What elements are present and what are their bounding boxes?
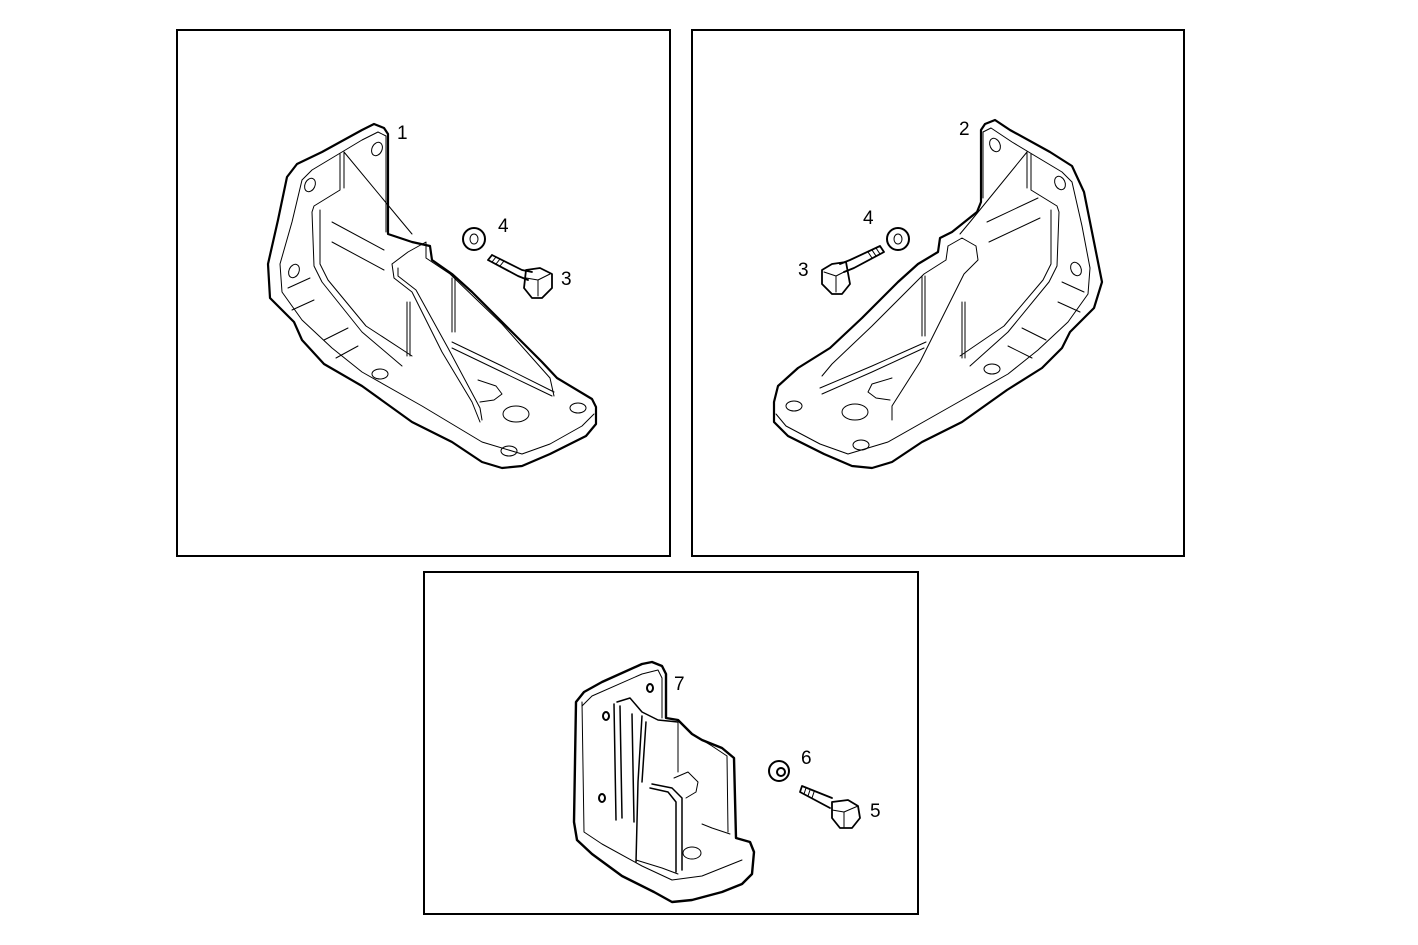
callout-5: 5 xyxy=(870,801,881,822)
callout-3: 3 xyxy=(798,260,809,281)
callout-6: 6 xyxy=(801,748,812,769)
callout-4: 4 xyxy=(498,216,509,237)
panel-small-bracket: 7 6 5 xyxy=(423,571,919,915)
callout-7: 7 xyxy=(674,674,685,695)
callout-2: 2 xyxy=(959,119,970,140)
right-bracket-drawing xyxy=(772,118,1104,470)
panel-right-bracket: 2 4 3 xyxy=(691,29,1185,557)
callout-1: 1 xyxy=(397,123,408,144)
panel-left-bracket: 1 4 3 xyxy=(176,29,671,557)
callout-3: 3 xyxy=(561,269,572,290)
callout-4: 4 xyxy=(863,208,874,229)
left-bracket-drawing xyxy=(266,122,598,470)
small-bracket-drawing xyxy=(572,660,861,904)
